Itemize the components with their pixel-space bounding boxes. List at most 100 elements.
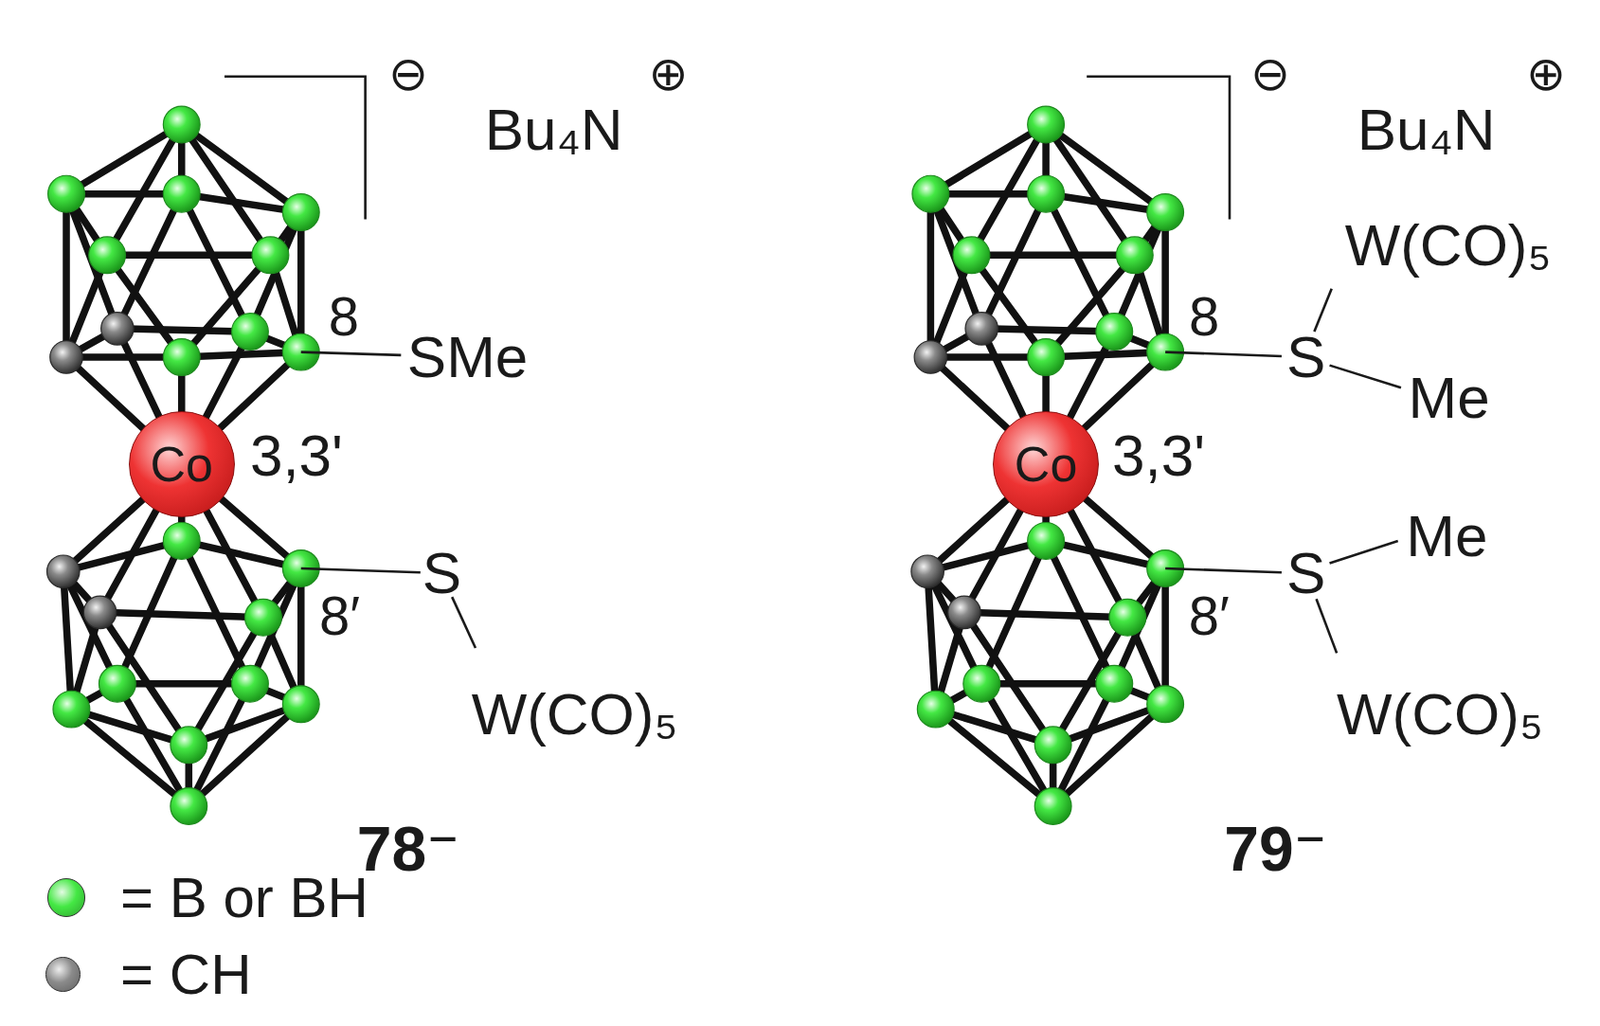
boron-atom xyxy=(1027,339,1065,377)
boron-atom xyxy=(912,175,950,213)
boron-atom xyxy=(245,598,283,636)
boron-atom xyxy=(1115,236,1153,274)
position-number: 8 xyxy=(328,288,360,344)
boron-atom xyxy=(963,665,1001,702)
cobalt-atom: Co xyxy=(992,411,1099,518)
boron-atom xyxy=(1096,313,1133,351)
counter-cation: Bu₄N xyxy=(1357,100,1496,160)
boron-atom xyxy=(1027,522,1065,560)
ch-atom xyxy=(965,312,998,345)
boron-atom xyxy=(952,236,990,274)
cage-bond xyxy=(62,194,71,358)
atom-symbol: Co xyxy=(149,439,213,489)
boron-atom xyxy=(1034,726,1072,764)
cage-bond xyxy=(117,328,251,332)
cage-bond xyxy=(981,328,1115,332)
charge-sign: ⊕ xyxy=(648,50,689,98)
legend-swatch xyxy=(45,956,81,992)
compound-number: 78⁻ xyxy=(357,817,460,881)
atom-label: S xyxy=(1286,327,1326,387)
atom-label: S xyxy=(1286,543,1326,603)
cage-bond xyxy=(297,212,306,353)
charge-bracket xyxy=(224,76,366,220)
legend-text: = B or BH xyxy=(120,869,369,927)
boron-atom xyxy=(282,685,320,723)
boron-atom xyxy=(1034,788,1072,826)
bond-line xyxy=(1313,288,1331,332)
cage-bond xyxy=(1161,212,1169,353)
atom-label: S xyxy=(422,543,462,603)
ch-atom xyxy=(83,595,116,629)
boron-atom xyxy=(1027,106,1065,144)
ch-atom xyxy=(914,341,947,374)
boron-atom xyxy=(89,236,126,274)
boron-atom xyxy=(916,690,954,728)
boron-atom xyxy=(1027,175,1065,213)
boron-atom xyxy=(48,175,86,213)
cage-bond xyxy=(981,540,1046,684)
cage-bond xyxy=(100,611,264,617)
boron-atom xyxy=(1096,665,1133,702)
cage-bond xyxy=(107,251,270,260)
substituent-label: Me xyxy=(1407,368,1490,428)
metal-fragment: W(CO)₅ xyxy=(471,684,679,744)
boron-atom xyxy=(232,313,270,351)
charge-sign: ⊖ xyxy=(388,50,429,98)
boron-atom xyxy=(251,236,289,274)
bond-line xyxy=(1316,598,1338,653)
cage-bond xyxy=(1045,540,1115,684)
compound-number: 79⁻ xyxy=(1223,817,1327,881)
charge-bracket xyxy=(1086,76,1230,220)
position-number: 8′ xyxy=(1188,588,1230,644)
cage-bond xyxy=(181,540,251,684)
boron-atom xyxy=(170,726,208,764)
atom-symbol: Co xyxy=(1014,439,1078,489)
cage-bond xyxy=(71,709,189,807)
bond-line xyxy=(1165,352,1282,357)
cage-bond xyxy=(297,568,306,704)
cage-bond xyxy=(1161,568,1169,704)
position-number: 3,3' xyxy=(250,426,343,486)
bond-line xyxy=(301,568,421,573)
bond-line xyxy=(1330,540,1399,564)
cage-bond xyxy=(188,703,301,807)
boron-atom xyxy=(282,194,320,232)
boron-atom xyxy=(98,665,136,702)
metal-fragment: W(CO)₅ xyxy=(1336,684,1544,744)
charge-sign: ⊕ xyxy=(1526,50,1566,98)
cage-bond xyxy=(927,194,935,358)
boron-atom xyxy=(53,690,90,728)
cage-bond xyxy=(181,194,251,332)
cage-bond xyxy=(1045,254,1135,358)
ch-atom xyxy=(948,595,981,629)
charge-sign: ⊖ xyxy=(1250,50,1291,98)
ch-atom xyxy=(101,312,134,345)
boron-atom xyxy=(1147,685,1185,723)
boron-atom xyxy=(1109,598,1147,636)
ch-atom xyxy=(47,555,80,588)
counter-cation: Bu₄N xyxy=(485,100,624,160)
legend-text: = CH xyxy=(120,946,252,1004)
substituent-label: SMe xyxy=(407,327,528,387)
cage-bond xyxy=(970,251,1134,260)
boron-atom xyxy=(162,522,200,560)
metal-fragment: W(CO)₅ xyxy=(1345,215,1552,275)
boron-atom xyxy=(170,788,208,826)
boron-atom xyxy=(162,106,200,144)
position-number: 3,3' xyxy=(1112,426,1205,486)
cage-bond xyxy=(964,611,1128,617)
ch-atom xyxy=(50,341,83,374)
position-number: 8′ xyxy=(319,588,360,644)
cobalt-atom: Co xyxy=(128,411,235,518)
bond-line xyxy=(451,596,476,648)
ch-atom xyxy=(911,555,944,588)
cage-bond xyxy=(1053,703,1166,807)
boron-atom xyxy=(162,175,200,213)
cage-bond xyxy=(1045,194,1115,332)
leader-lines xyxy=(224,76,1402,654)
bond-line xyxy=(1330,365,1402,389)
boron-atom xyxy=(1147,194,1185,232)
cage-bond xyxy=(181,254,271,358)
position-number: 8 xyxy=(1188,288,1220,344)
